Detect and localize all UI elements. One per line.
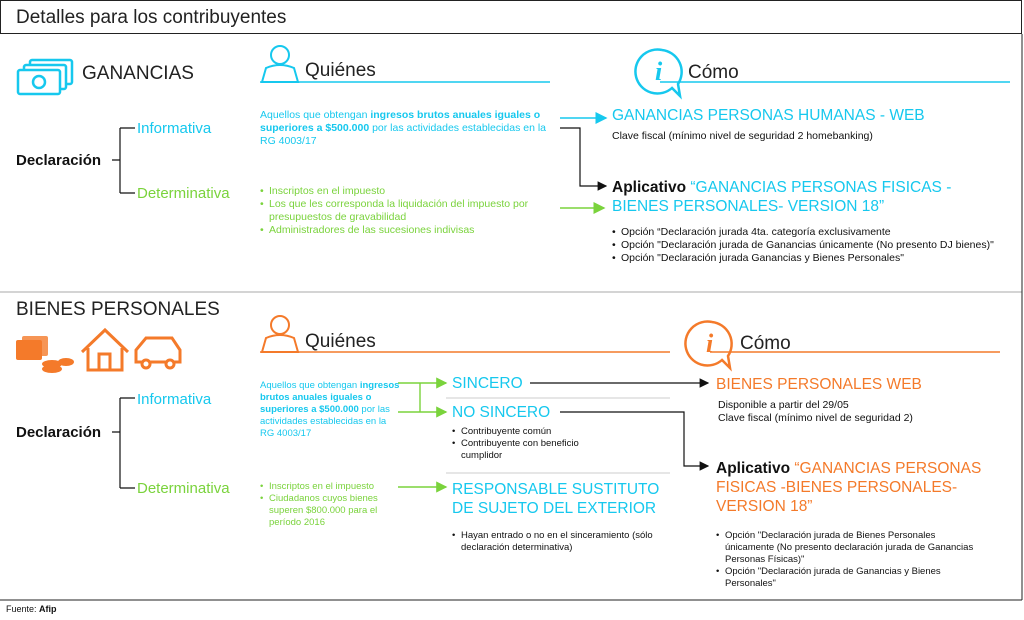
ganancias-app-list: Opción “Declaración jurada 4ta. categorí… — [612, 226, 1017, 265]
bienes-web-title: BIENES PERSONALES WEB — [716, 376, 922, 393]
person-icon — [260, 45, 300, 83]
person-icon — [260, 315, 300, 353]
info-icon: i — [634, 48, 683, 100]
header-bar — [0, 0, 1022, 34]
list-item: Opción “Declaración jurada 4ta. categorí… — [612, 226, 1017, 239]
list-item: Inscriptos en el impuesto — [260, 185, 550, 198]
bienes-title: BIENES PERSONALES — [16, 299, 220, 320]
svg-text:i: i — [706, 329, 714, 358]
ganancias-web-title: GANANCIAS PERSONAS HUMANAS - WEB — [612, 107, 925, 124]
list-item: Contribuyente común — [452, 426, 622, 438]
ganancias-web-sub: Clave fiscal (mínimo nivel de seguridad … — [612, 130, 873, 142]
no-sincero-list: Contribuyente común Contribuyente con be… — [452, 426, 622, 462]
ganancias-como-label: Cómo — [688, 62, 739, 83]
list-item: Opción "Declaración jurada de Ganancias … — [612, 239, 1017, 252]
money-icon — [16, 336, 74, 373]
ganancias-title: GANANCIAS — [82, 63, 194, 84]
house-icon — [80, 327, 130, 372]
sincero-label: SINCERO — [452, 375, 523, 392]
list-item: Opción "Declaración jurada de Bienes Per… — [716, 530, 986, 566]
footer-source: Fuente: Afip — [6, 604, 57, 614]
bienes-quienes-label: Quiénes — [305, 331, 376, 352]
list-item: Los que les corresponda la liquidación d… — [260, 198, 550, 224]
svg-text:i: i — [655, 57, 663, 86]
bienes-como-label: Cómo — [740, 333, 791, 354]
list-item: Opción "Declaración jurada Ganancias y B… — [612, 252, 1017, 265]
ganancias-inf-text: Aquellos que obtengan ingresos brutos an… — [260, 109, 547, 147]
car-icon — [134, 336, 182, 370]
info-icon: i — [684, 320, 733, 372]
list-item: Inscriptos en el impuesto — [260, 481, 400, 493]
ganancias-informativa: Informativa — [137, 120, 212, 137]
bienes-web-sub2: Clave fiscal (mínimo nivel de seguridad … — [718, 412, 913, 424]
bienes-det-list: Inscriptos en el impuesto Ciudadanos cuy… — [260, 481, 400, 529]
bienes-inf-text: Aquellos que obtengan ingresos brutos an… — [260, 380, 400, 439]
ganancias-det-list: Inscriptos en el impuesto Los que les co… — [260, 185, 550, 237]
list-item: Hayan entrado o no en el sinceramiento (… — [452, 530, 682, 554]
ganancias-determinativa: Determinativa — [137, 185, 230, 202]
ganancias-declaracion: Declaración — [16, 152, 102, 169]
list-item: Contribuyente con beneficio cumplidor — [452, 438, 622, 462]
ganancias-app-title: Aplicativo “GANANCIAS PERSONAS FISICAS -… — [612, 179, 952, 215]
bienes-app-list: Opción "Declaración jurada de Bienes Per… — [716, 530, 986, 590]
list-item: Ciudadanos cuyos bienes superen $800.000… — [260, 493, 400, 529]
responsable-list: Hayan entrado o no en el sinceramiento (… — [452, 530, 682, 554]
list-item: Administradores de las sucesiones indivi… — [260, 224, 550, 237]
ganancias-quienes-label: Quiénes — [305, 60, 376, 81]
no-sincero-label: NO SINCERO — [452, 404, 551, 421]
bienes-web-sub1: Disponible a partir del 29/05 — [718, 399, 849, 411]
bienes-informativa: Informativa — [137, 391, 212, 408]
bienes-app-title: Aplicativo “GANANCIAS PERSONAS FISICAS -… — [716, 460, 982, 515]
page-title: Detalles para los contribuyentes — [16, 7, 287, 28]
bienes-declaracion: Declaración — [16, 424, 102, 441]
bienes-determinativa: Determinativa — [137, 480, 230, 497]
money-icon — [16, 58, 74, 96]
responsable-label: RESPONSABLE SUSTITUTO DE SUJETO DEL EXTE… — [452, 481, 660, 517]
list-item: Opción "Declaración jurada de Ganancias … — [716, 566, 986, 590]
